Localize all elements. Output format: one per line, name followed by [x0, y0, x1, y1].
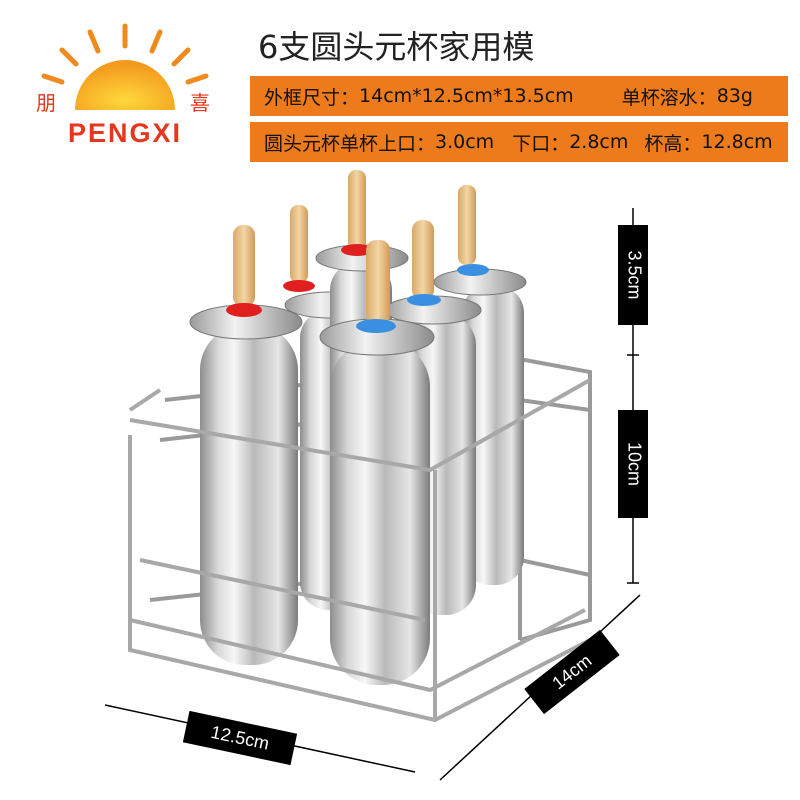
stick-back-center — [348, 170, 366, 250]
height-label: 杯高： — [644, 132, 702, 155]
page-title: 6支圆头元杯家用模 — [258, 28, 535, 66]
stick-back-left — [290, 205, 308, 283]
dimension-3-5cm: 3.5cm — [618, 208, 648, 355]
red-ring-icon — [341, 244, 373, 256]
water-label: 单杯溶水： — [621, 86, 717, 109]
sun-icon — [75, 60, 175, 110]
water-value: 83g — [716, 85, 753, 107]
logo-left-char: 朋 — [36, 91, 56, 115]
stick-front-mid — [412, 220, 434, 300]
spec-bar-cup: 圆头元杯单杯上口： 3.0cm 下口： 2.8cm 杯高： 12.8cm — [250, 122, 788, 162]
dimension-label-top: 3.5cm — [624, 250, 644, 299]
mold-front-left — [189, 304, 303, 665]
cup-top-value: 3.0cm — [435, 131, 495, 153]
dimension-12-5cm: 12.5cm — [104, 704, 416, 773]
spec-bar-size: 外框尺寸： 14cm*12.5cm*13.5cm 单杯溶水： 83g — [250, 76, 788, 116]
size-label: 外框尺寸： — [264, 86, 360, 109]
blue-ring-icon — [356, 319, 396, 333]
logo-brand: PENGXI — [68, 118, 182, 148]
stick-front-left — [233, 225, 255, 307]
height-value: 12.8cm — [701, 131, 773, 153]
bottom-value: 2.8cm — [569, 131, 629, 153]
blue-ring-icon — [457, 264, 489, 276]
dimension-label-mid: 10cm — [624, 442, 644, 486]
blue-ring-icon — [407, 294, 441, 306]
stick-back-right — [458, 185, 476, 265]
red-ring-icon — [226, 303, 262, 317]
wire-rack-front — [128, 378, 591, 723]
logo-right-char: 喜 — [190, 91, 210, 115]
stick-front-center — [366, 240, 390, 325]
cup-label: 圆头元杯单杯上口： — [264, 132, 436, 155]
red-ring-icon — [283, 280, 315, 292]
dimension-14cm: 14cm — [439, 594, 641, 781]
size-value: 14cm*12.5cm*13.5cm — [359, 85, 574, 107]
mold-front-center — [319, 318, 435, 685]
bottom-label: 下口： — [512, 132, 570, 155]
pengxi-logo: 朋 喜 PENGXI — [36, 23, 210, 148]
sun-rays — [41, 23, 209, 85]
dimension-10cm: 10cm — [618, 354, 648, 584]
